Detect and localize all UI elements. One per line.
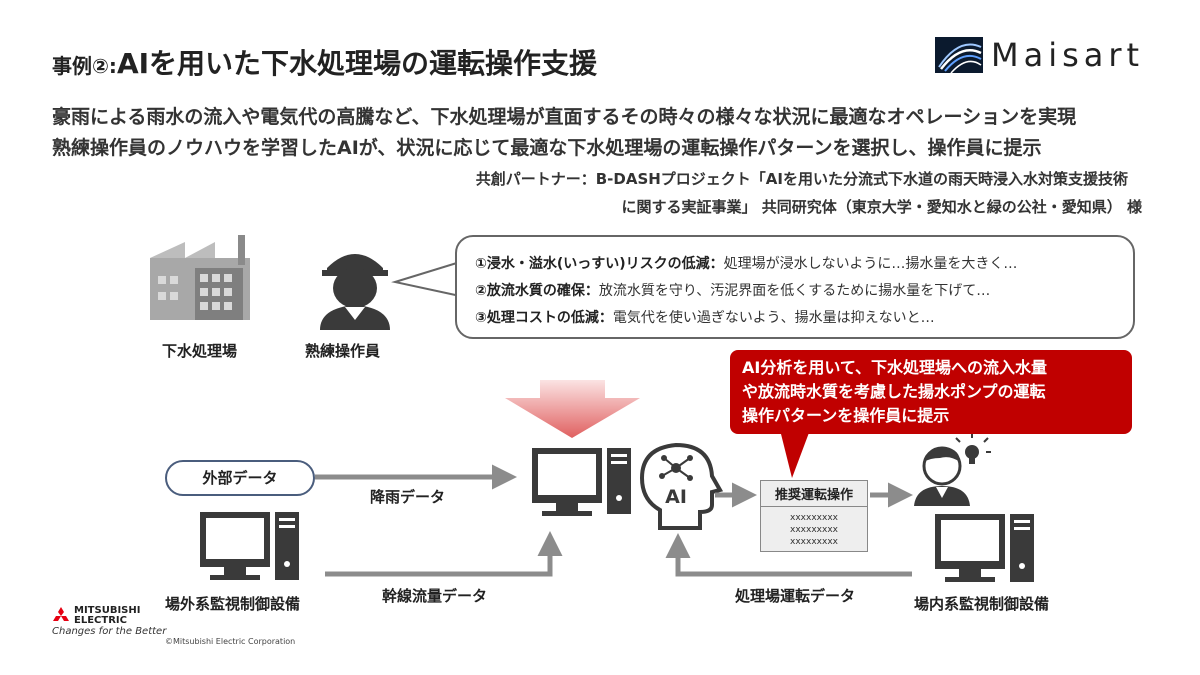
recommended-operation-doc: 推奨運転操作 xxxxxxxxx xxxxxxxxx xxxxxxxxx <box>760 480 868 552</box>
maisart-logo: Maisart <box>935 36 1144 74</box>
ai-label: AI <box>665 486 687 508</box>
rain-data-label: 降雨データ <box>370 488 446 506</box>
offsite-computer-icon <box>200 512 299 580</box>
light-bulb-icon <box>955 434 991 464</box>
big-down-arrow-icon <box>505 380 640 438</box>
onsite-computer-icon <box>935 514 1034 582</box>
know-how-item: ②放流水質の確保：放流水質を守り、汚泥界面を低くするために揚水量を下げて… <box>475 283 991 299</box>
central-computer-icon <box>532 448 631 516</box>
callout-line: AI分析を用いて、下水処理場への流入水量 <box>742 358 1048 377</box>
external-data-box: 外部データ <box>165 460 315 496</box>
operator-icon <box>914 446 970 506</box>
intro-line-2: 熟練操作員のノウハウを学習したAIが、状況に応じて最適な下水処理場の運転操作パタ… <box>52 137 1042 159</box>
callout-line: 操作パターンを操作員に提示 <box>742 406 950 425</box>
slogan: Changes for the Better <box>52 626 167 637</box>
expert-know-how-bubble: ①浸水・溢水(いっすい)リスクの低減：処理場が浸水しないように…揚水量を大きく…… <box>455 235 1135 339</box>
recommend-row: xxxxxxxxx <box>790 525 838 535</box>
know-how-item: ③処理コストの低減：電気代を使い過ぎないよう、揚水量は抑えないと… <box>475 310 935 326</box>
plant-operation-arrow <box>665 533 912 577</box>
copyright: ©Mitsubishi Electric Corporation <box>165 637 296 646</box>
recommend-row: xxxxxxxxx <box>790 537 838 547</box>
onsite-system-label: 場内系監視制御設備 <box>914 595 1050 613</box>
recommend-row: xxxxxxxxx <box>790 513 838 523</box>
bubble-tail <box>391 260 461 298</box>
external-data-label: 外部データ <box>202 469 278 487</box>
expert-worker-icon <box>320 254 390 330</box>
trunk-flow-label: 幹線流量データ <box>382 587 488 605</box>
ai-analysis-callout: AI分析を用いて、下水処理場への流入水量 や放流時水質を考慮した揚水ポンプの運転… <box>730 350 1132 434</box>
callout-line: や放流時水質を考慮した揚水ポンプの運転 <box>742 382 1046 401</box>
know-how-item: ①浸水・溢水(いっすい)リスクの低減：処理場が浸水しないように…揚水量を大きく… <box>475 256 1018 272</box>
maisart-mark-icon <box>935 37 983 73</box>
partner-line-2: に関する実証事業」 共同研究体（東京大学・愛知水と緑の公社・愛知県） 様 <box>621 198 1142 216</box>
trunk-flow-arrow <box>325 531 563 577</box>
page-title: 事例②:AIを用いた下水処理場の運転操作支援 <box>52 42 597 82</box>
partner-line-1: 共創パートナー：B-DASHプロジェクト「AIを用いた分流式下水道の雨天時浸入水… <box>475 170 1128 188</box>
brand-name: Maisart <box>991 36 1145 74</box>
plant-operation-label: 処理場運転データ <box>735 587 856 605</box>
plant-label: 下水処理場 <box>162 342 238 360</box>
flow-arrows <box>315 464 913 577</box>
callout-tail <box>780 430 810 478</box>
expert-label: 熟練操作員 <box>305 342 381 360</box>
recommend-title: 推奨運転操作 <box>761 481 867 507</box>
offsite-system-label: 場外系監視制御設備 <box>165 595 301 613</box>
mitsubishi-logo: MITSUBISHI ELECTRIC Changes for the Bett… <box>52 605 167 638</box>
intro-line-1: 豪雨による雨水の流入や電気代の高騰など、下水処理場が直面するその時々の様々な状況… <box>52 106 1077 128</box>
company-line-2: ELECTRIC <box>74 615 127 626</box>
title-prefix: 事例②: <box>52 54 117 78</box>
ai-head-icon <box>639 442 724 530</box>
three-diamonds-icon <box>53 607 69 621</box>
factory-icon <box>150 235 250 320</box>
title-main: AIを用いた下水処理場の運転操作支援 <box>116 47 598 80</box>
company-line-1: MITSUBISHI <box>74 605 141 616</box>
